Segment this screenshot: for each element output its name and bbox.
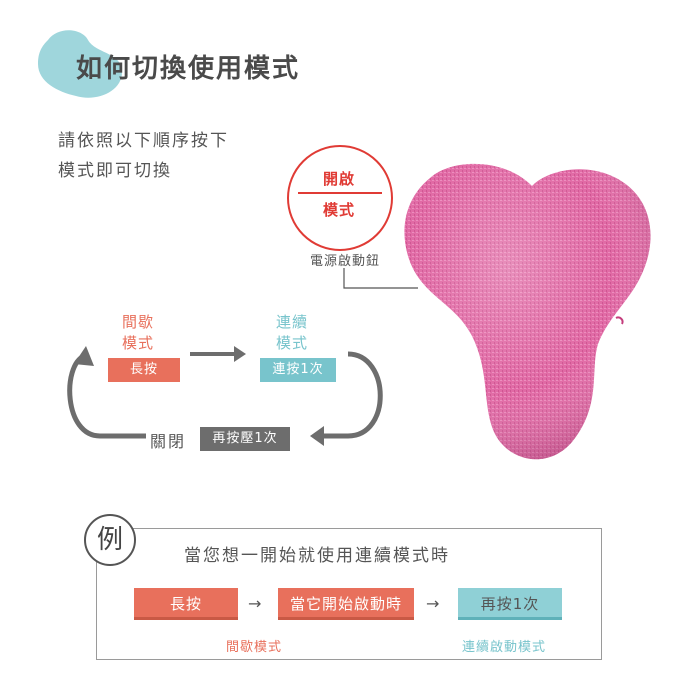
intermittent-mode-label: 間歇 模式 xyxy=(122,312,154,354)
title-blob-decoration xyxy=(38,30,122,98)
instruction-line-1: 請依照以下順序按下 xyxy=(58,131,229,151)
example-step-when-started: 當它開始啟動時 xyxy=(278,588,414,620)
continuous-label-line-2: 模式 xyxy=(276,334,309,352)
example-step-press-once: 再按1次 xyxy=(458,588,562,620)
power-button-symbol xyxy=(287,145,393,251)
instruction-text: 請依照以下順序按下 模式即可切換 xyxy=(58,126,229,186)
power-label-on: 開啟 xyxy=(322,170,355,188)
page-title: 如何切換使用模式 xyxy=(76,54,301,84)
example-title: 當您想一開始就使用連續模式時 xyxy=(184,546,450,566)
example-arrow-2: → xyxy=(426,594,440,613)
press-again-tag: 再按壓1次 xyxy=(200,427,290,451)
instruction-line-2: 模式即可切換 xyxy=(58,161,172,181)
example-badge: 例 xyxy=(84,514,136,566)
arrow-curve-right-head xyxy=(310,426,324,446)
example-box xyxy=(96,528,602,660)
arrow-curve-right xyxy=(322,351,383,439)
example-step-long-press: 長按 xyxy=(134,588,238,620)
example-arrow-1: → xyxy=(248,594,262,613)
arrow-to-continuous-head xyxy=(234,346,246,362)
power-button-divider xyxy=(298,192,382,194)
continuous-label-line-1: 連續 xyxy=(276,313,309,331)
power-label-mode: 模式 xyxy=(322,201,355,219)
power-leader-line xyxy=(343,268,418,289)
arrow-curve-left-head xyxy=(74,346,94,366)
intermittent-label-line-1: 間歇 xyxy=(122,313,155,331)
press-once-tag: 連按1次 xyxy=(260,358,336,382)
power-button-caption: 電源啟動鈕 xyxy=(310,254,381,269)
continuous-mode-label: 連續 模式 xyxy=(276,312,308,354)
intermittent-label-line-2: 模式 xyxy=(122,334,155,352)
long-press-tag: 長按 xyxy=(108,358,180,382)
off-label: 關閉 xyxy=(150,432,187,451)
example-continuous-caption: 連續啟動模式 xyxy=(462,640,547,655)
example-intermittent-caption: 間歇模式 xyxy=(226,640,283,655)
